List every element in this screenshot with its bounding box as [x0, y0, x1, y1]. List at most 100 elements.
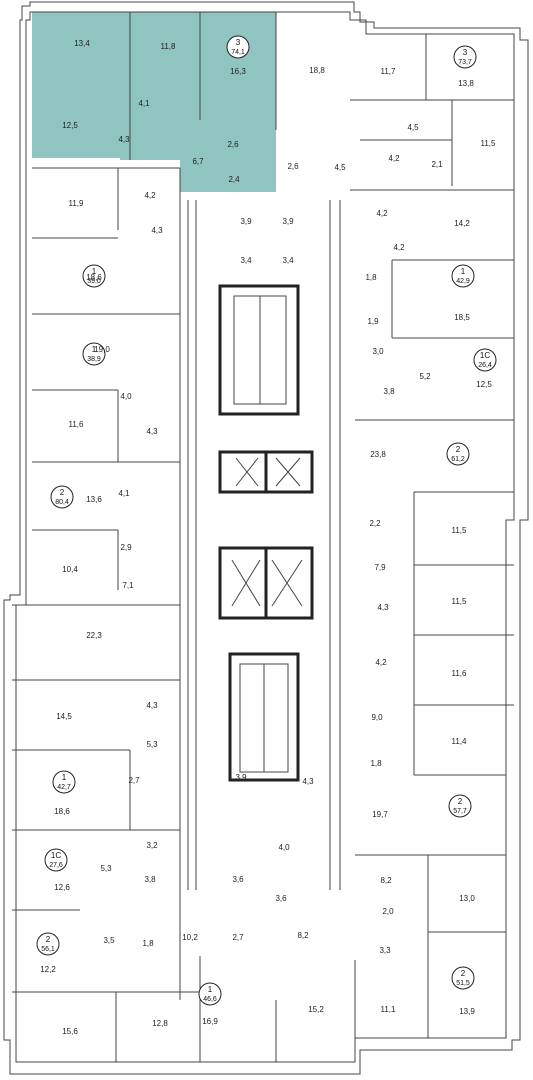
apartment-area: 61,2 — [451, 456, 465, 463]
room-area-label: 3,9 — [235, 773, 247, 782]
highlighted-apartment[interactable] — [32, 12, 276, 192]
room-area-label: 3,4 — [240, 256, 252, 265]
apartment-badge[interactable]: 373,7 — [453, 45, 477, 69]
room-area-label: 2,1 — [431, 160, 443, 169]
apartment-area: 39,0 — [87, 278, 101, 285]
room-area-label: 22,3 — [86, 631, 102, 640]
elevator-core-1 — [218, 450, 314, 494]
room-area-label: 23,8 — [370, 450, 386, 459]
room-area-label: 7,9 — [374, 563, 386, 572]
apartment-type: 2 — [461, 969, 466, 978]
apartment-type: 1 — [62, 773, 67, 782]
room-area-label: 4,2 — [144, 191, 156, 200]
room-area-label: 3,9 — [240, 217, 252, 226]
room-area-label: 13,6 — [86, 495, 102, 504]
room-area-label: 3,5 — [103, 936, 115, 945]
right-partitions — [275, 12, 514, 1062]
room-area-label: 4,3 — [377, 603, 389, 612]
room-area-label: 4,3 — [146, 701, 158, 710]
room-area-label: 12,8 — [152, 1019, 168, 1028]
room-area-label: 2,6 — [287, 162, 299, 171]
room-area-label: 12,2 — [40, 965, 56, 974]
room-area-label: 3,9 — [282, 217, 294, 226]
apartment-badge[interactable]: 280,4 — [50, 485, 74, 509]
room-area-label: 2,2 — [369, 519, 381, 528]
room-area-label: 18,5 — [454, 313, 470, 322]
room-area-label: 13,4 — [74, 39, 90, 48]
room-area-label: 19,0 — [94, 345, 110, 354]
apartment-area: 51,5 — [456, 980, 470, 987]
apartment-area: 73,7 — [458, 59, 472, 66]
room-area-label: 3,6 — [275, 894, 287, 903]
room-area-label: 3,2 — [146, 841, 158, 850]
apartment-badge[interactable]: 146,6 — [198, 982, 222, 1006]
apartment-badge[interactable]: 139,0 — [82, 264, 106, 288]
room-area-label: 6,7 — [192, 157, 204, 166]
room-area-label: 19,7 — [372, 810, 388, 819]
room-area-label: 4,2 — [393, 243, 405, 252]
room-area-label: 11,5 — [452, 526, 468, 535]
room-area-label: 18,8 — [309, 66, 325, 75]
room-area-label: 18,6 — [54, 807, 70, 816]
room-area-label: 1,9 — [367, 317, 379, 326]
apartment-badge[interactable]: 251,5 — [451, 966, 475, 990]
building-outline-inner — [15, 11, 515, 1063]
apartment-area: 42,7 — [57, 784, 71, 791]
apartment-badge[interactable]: 256,1 — [36, 932, 60, 956]
room-area-label: 8,2 — [297, 931, 309, 940]
room-area-label: 14,5 — [56, 712, 72, 721]
room-area-label: 4,0 — [278, 843, 290, 852]
apartment-badge[interactable]: 257,7 — [448, 794, 472, 818]
room-area-label: 2,7 — [128, 776, 140, 785]
room-area-label: 11,5 — [481, 139, 497, 148]
elevator-core-2 — [218, 546, 314, 620]
room-area-label: 3,0 — [372, 347, 384, 356]
room-area-label: 1,8 — [142, 939, 154, 948]
apartment-area: 42,9 — [456, 278, 470, 285]
apartment-badge[interactable]: 261,2 — [446, 442, 470, 466]
apartment-area: 27,6 — [49, 862, 63, 869]
room-area-label: 10,4 — [62, 565, 78, 574]
room-area-label: 15,6 — [62, 1027, 78, 1036]
apartment-type: 2 — [458, 797, 463, 806]
room-area-label: 11,6 — [452, 669, 468, 678]
stair-core-bottom — [228, 652, 300, 782]
apartment-type: 3 — [463, 48, 468, 57]
apartment-badge[interactable]: 142,9 — [451, 264, 475, 288]
room-area-label: 13,0 — [459, 894, 475, 903]
apartment-area: 38,9 — [87, 356, 101, 363]
apartment-area: 80,4 — [55, 499, 69, 506]
apartment-badge[interactable]: 142,7 — [52, 770, 76, 794]
room-area-label: 4,2 — [388, 154, 400, 163]
room-area-label: 4,3 — [146, 427, 158, 436]
room-area-label: 7,1 — [122, 581, 134, 590]
apartment-area: 74,1 — [231, 49, 245, 56]
room-area-label: 12,5 — [476, 380, 492, 389]
room-area-label: 5,3 — [146, 740, 158, 749]
apartment-badge[interactable]: 374,1 — [226, 35, 250, 59]
left-partitions — [12, 167, 201, 1062]
apartment-type: 1 — [208, 985, 213, 994]
apartment-type: 1 — [92, 267, 97, 276]
apartment-type: 2 — [60, 488, 65, 497]
room-area-label: 4,1 — [118, 489, 130, 498]
room-area-label: 13,9 — [459, 1007, 475, 1016]
room-area-label: 9,0 — [371, 713, 383, 722]
room-area-label: 8,2 — [380, 876, 392, 885]
room-area-label: 12,6 — [54, 883, 70, 892]
apartment-area: 56,1 — [41, 946, 55, 953]
room-area-label: 4,0 — [120, 392, 132, 401]
corridor-left-wall — [187, 200, 197, 890]
apartment-type: 2 — [456, 445, 461, 454]
apartment-area: 46,6 — [203, 996, 217, 1003]
room-area-label: 3,8 — [144, 875, 156, 884]
room-area-label: 2,0 — [382, 907, 394, 916]
room-area-label: 1,8 — [370, 759, 382, 768]
room-area-label: 4,3 — [151, 226, 163, 235]
room-area-label: 3,6 — [232, 875, 244, 884]
apartment-badge[interactable]: 138,9 — [82, 342, 106, 366]
room-area-label: 13,8 — [458, 79, 474, 88]
